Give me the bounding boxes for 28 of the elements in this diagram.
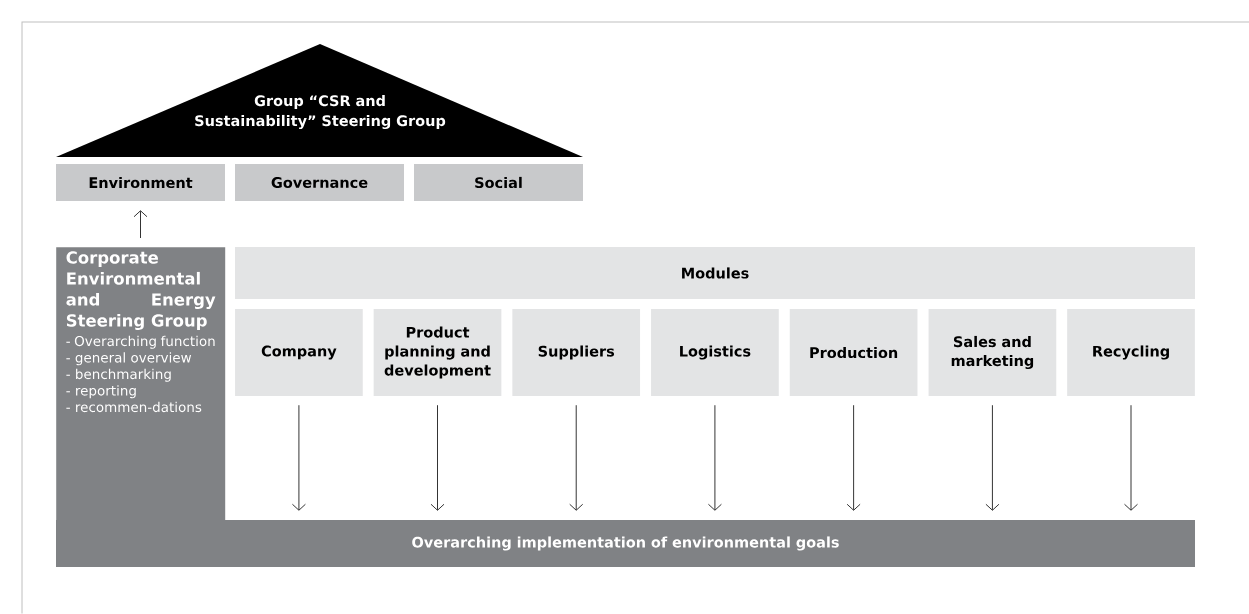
base-bar: Overarching implementation of environmental goals	[56, 520, 1195, 567]
node-label: Corporate Environmental and Energy Steering Group	[66, 251, 216, 331]
module-box: Sales and marketing	[928, 309, 1057, 396]
module-box: Product planning and development	[373, 309, 502, 396]
pillar-box: Governance	[235, 164, 404, 201]
node-label: - Overarching function	[66, 335, 215, 349]
arrow	[292, 404, 306, 511]
steering-group-box: Corporate Environmental and Energy Steering Group - Overarching function - general overview - benchmarking - reporting - recommen-dations	[56, 247, 226, 521]
node-label: - recommen-dations	[66, 401, 202, 413]
module-box: Production	[789, 309, 918, 396]
pillar-box: Social	[414, 164, 583, 201]
arrow	[985, 404, 1000, 511]
roof-triangle: Group “CSR and Sustainability” Steering Group	[56, 44, 583, 157]
arrow	[430, 404, 445, 511]
module-box: Logistics	[651, 309, 779, 396]
pillar-box: Environment	[56, 164, 225, 201]
module-box: Company	[235, 309, 363, 396]
header-band: Modules	[235, 247, 1195, 299]
node-label: - benchmarking	[66, 368, 171, 382]
arrow	[708, 404, 722, 511]
module-box: Recycling	[1067, 309, 1195, 396]
arrow	[846, 404, 861, 511]
arrow	[133, 210, 148, 239]
node-label: - general overview	[66, 352, 192, 366]
arrow	[569, 404, 584, 511]
module-box: Suppliers	[512, 309, 641, 396]
node-label: - reporting	[66, 385, 136, 399]
arrow	[1124, 404, 1138, 511]
